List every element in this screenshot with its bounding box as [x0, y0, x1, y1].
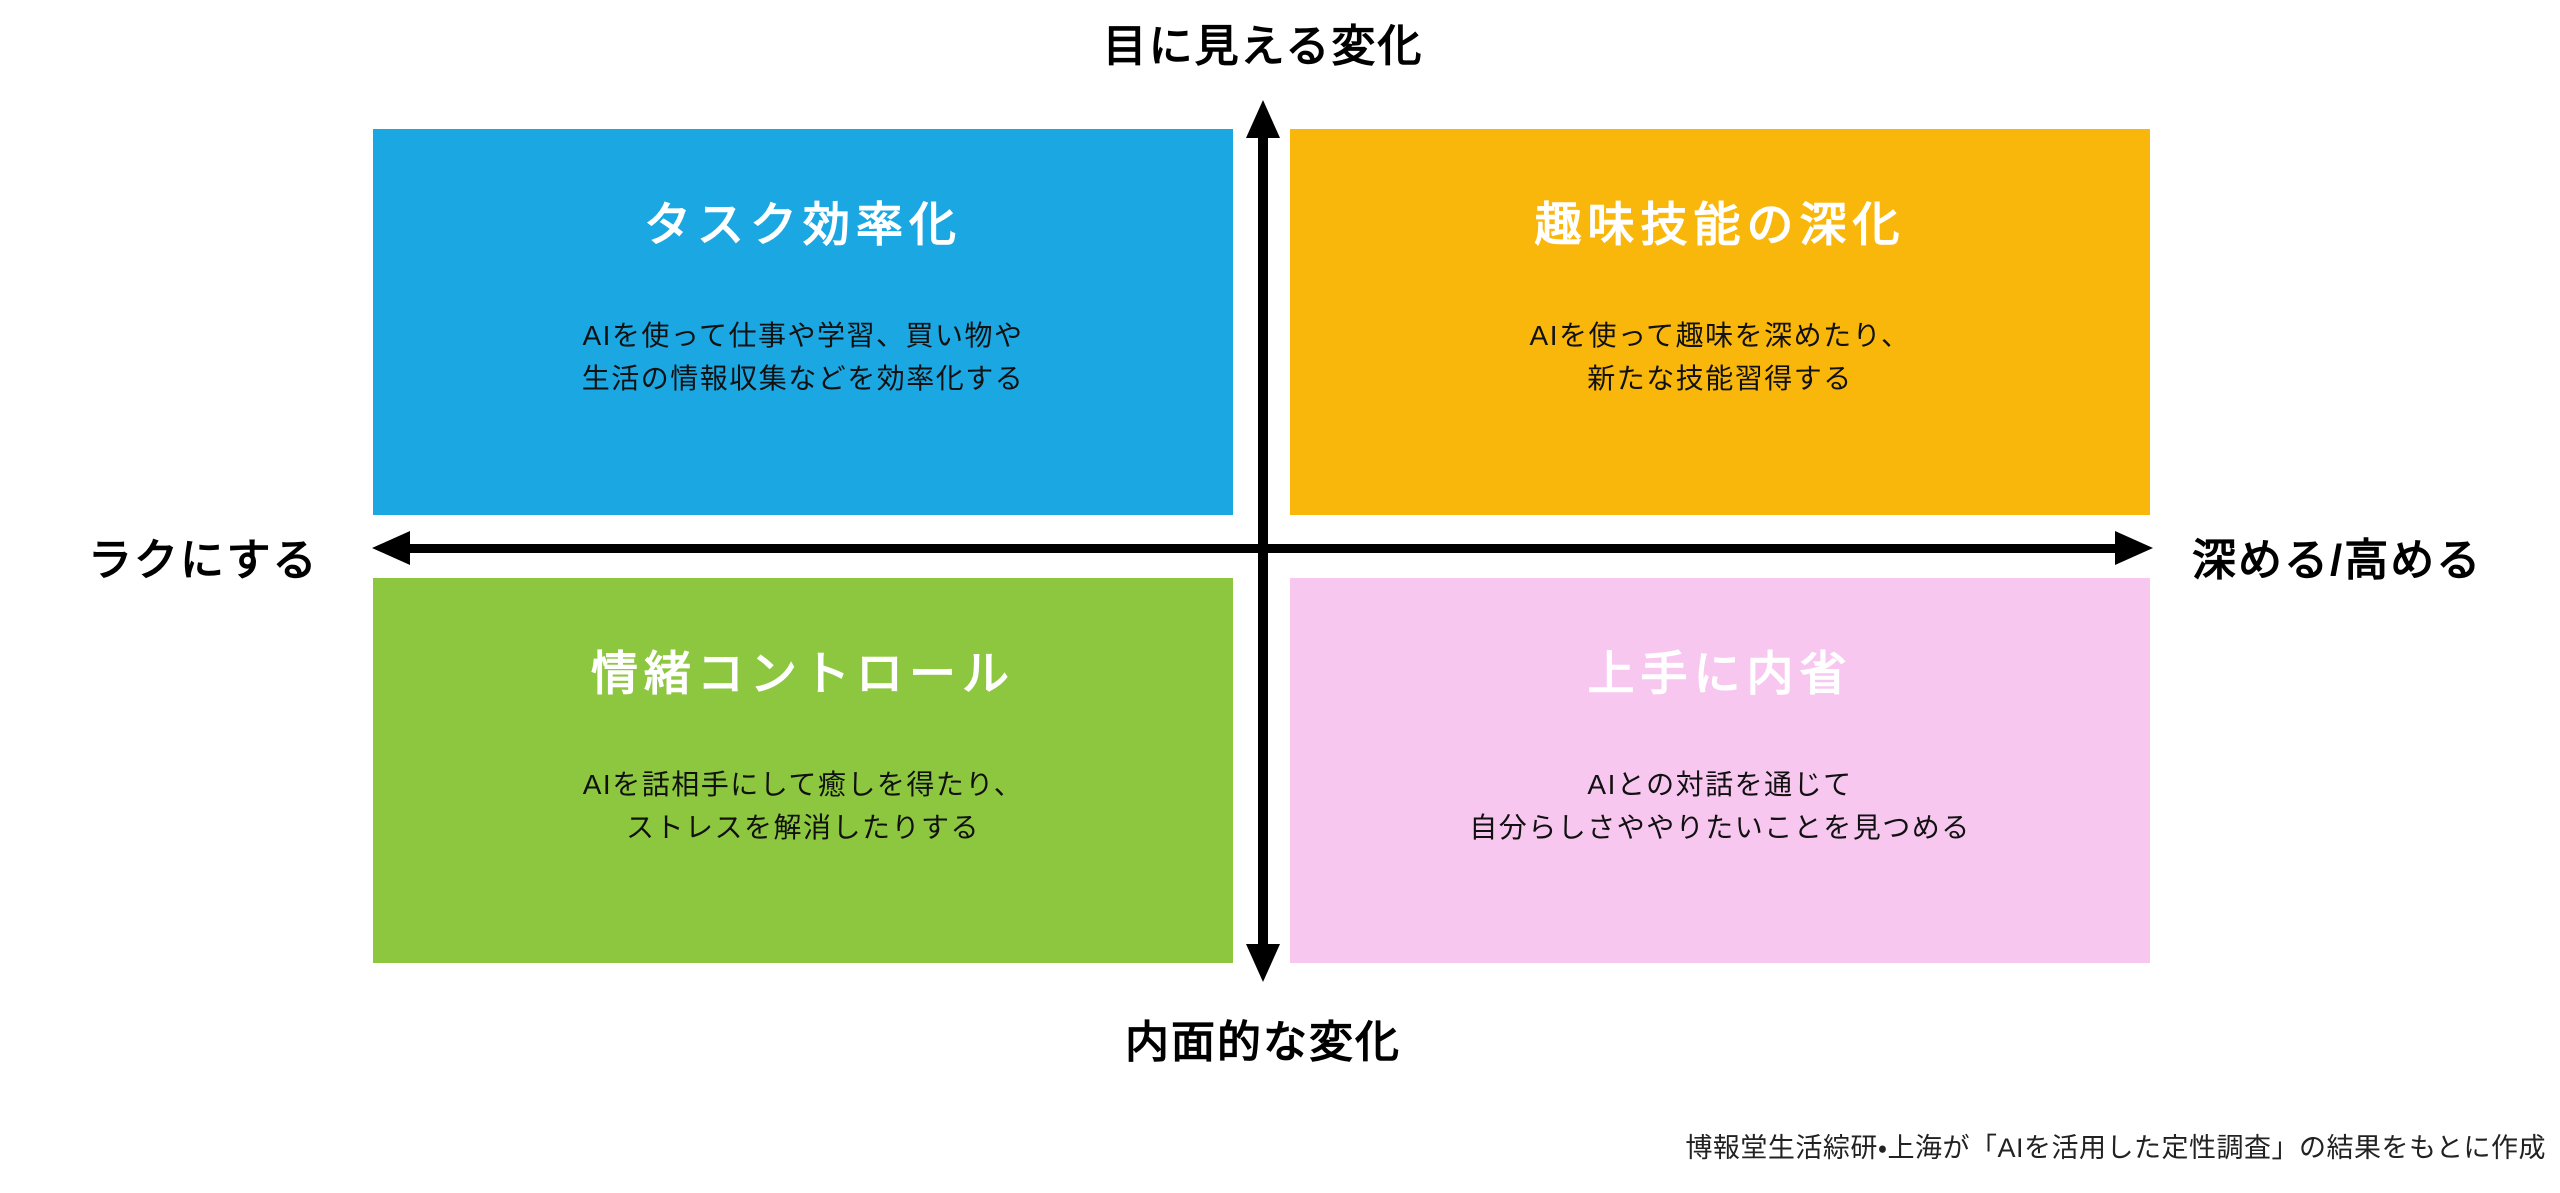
quadrant-emotion-control: 情緒コントロール AIを話相手にして癒しを得たり、 ストレスを解消したりする: [373, 578, 1233, 963]
quadrant-title: 上手に内省: [1587, 647, 1853, 700]
quadrant-description: AIを使って趣味を深めたり、 新たな技能習得する: [1529, 320, 1911, 394]
axis-label-right: 深める/高める: [2192, 536, 2483, 585]
axis-label-top: 目に見える変化: [1102, 22, 1424, 71]
axis-label-bottom: 内面的な変化: [1125, 1018, 1401, 1067]
arrow-right-icon: [2115, 531, 2153, 565]
quadrant-hobby-skill-deepening: 趣味技能の深化 AIを使って趣味を深めたり、 新たな技能習得する: [1290, 129, 2150, 515]
quadrant-title: タスク効率化: [644, 198, 962, 251]
quadrant-title: 趣味技能の深化: [1534, 198, 1906, 251]
arrow-down-icon: [1246, 944, 1280, 982]
horizontal-axis-line: [404, 544, 2118, 553]
quadrant-title: 情緒コントロール: [591, 647, 1015, 700]
quadrant-description: AIとの対話を通じて 自分らしさややりたいことを見つめる: [1469, 769, 1971, 843]
arrow-up-icon: [1246, 100, 1280, 138]
quadrant-description: AIを使って仕事や学習、買い物や 生活の情報収集などを効率化する: [581, 320, 1025, 394]
quadrant-skillful-introspection: 上手に内省 AIとの対話を通じて 自分らしさややりたいことを見つめる: [1290, 578, 2150, 963]
axis-label-left: ラクにする: [88, 536, 319, 585]
quadrant-task-efficiency: タスク効率化 AIを使って仕事や学習、買い物や 生活の情報収集などを効率化する: [373, 129, 1233, 515]
arrow-left-icon: [372, 531, 410, 565]
source-note: 博報堂生活綜研・上海が「AIを活用した定性調査」の結果をもとに作成: [1685, 1133, 2546, 1163]
quadrant-description: AIを話相手にして癒しを得たり、 ストレスを解消したりする: [582, 769, 1024, 843]
vertical-axis-line: [1258, 132, 1268, 948]
